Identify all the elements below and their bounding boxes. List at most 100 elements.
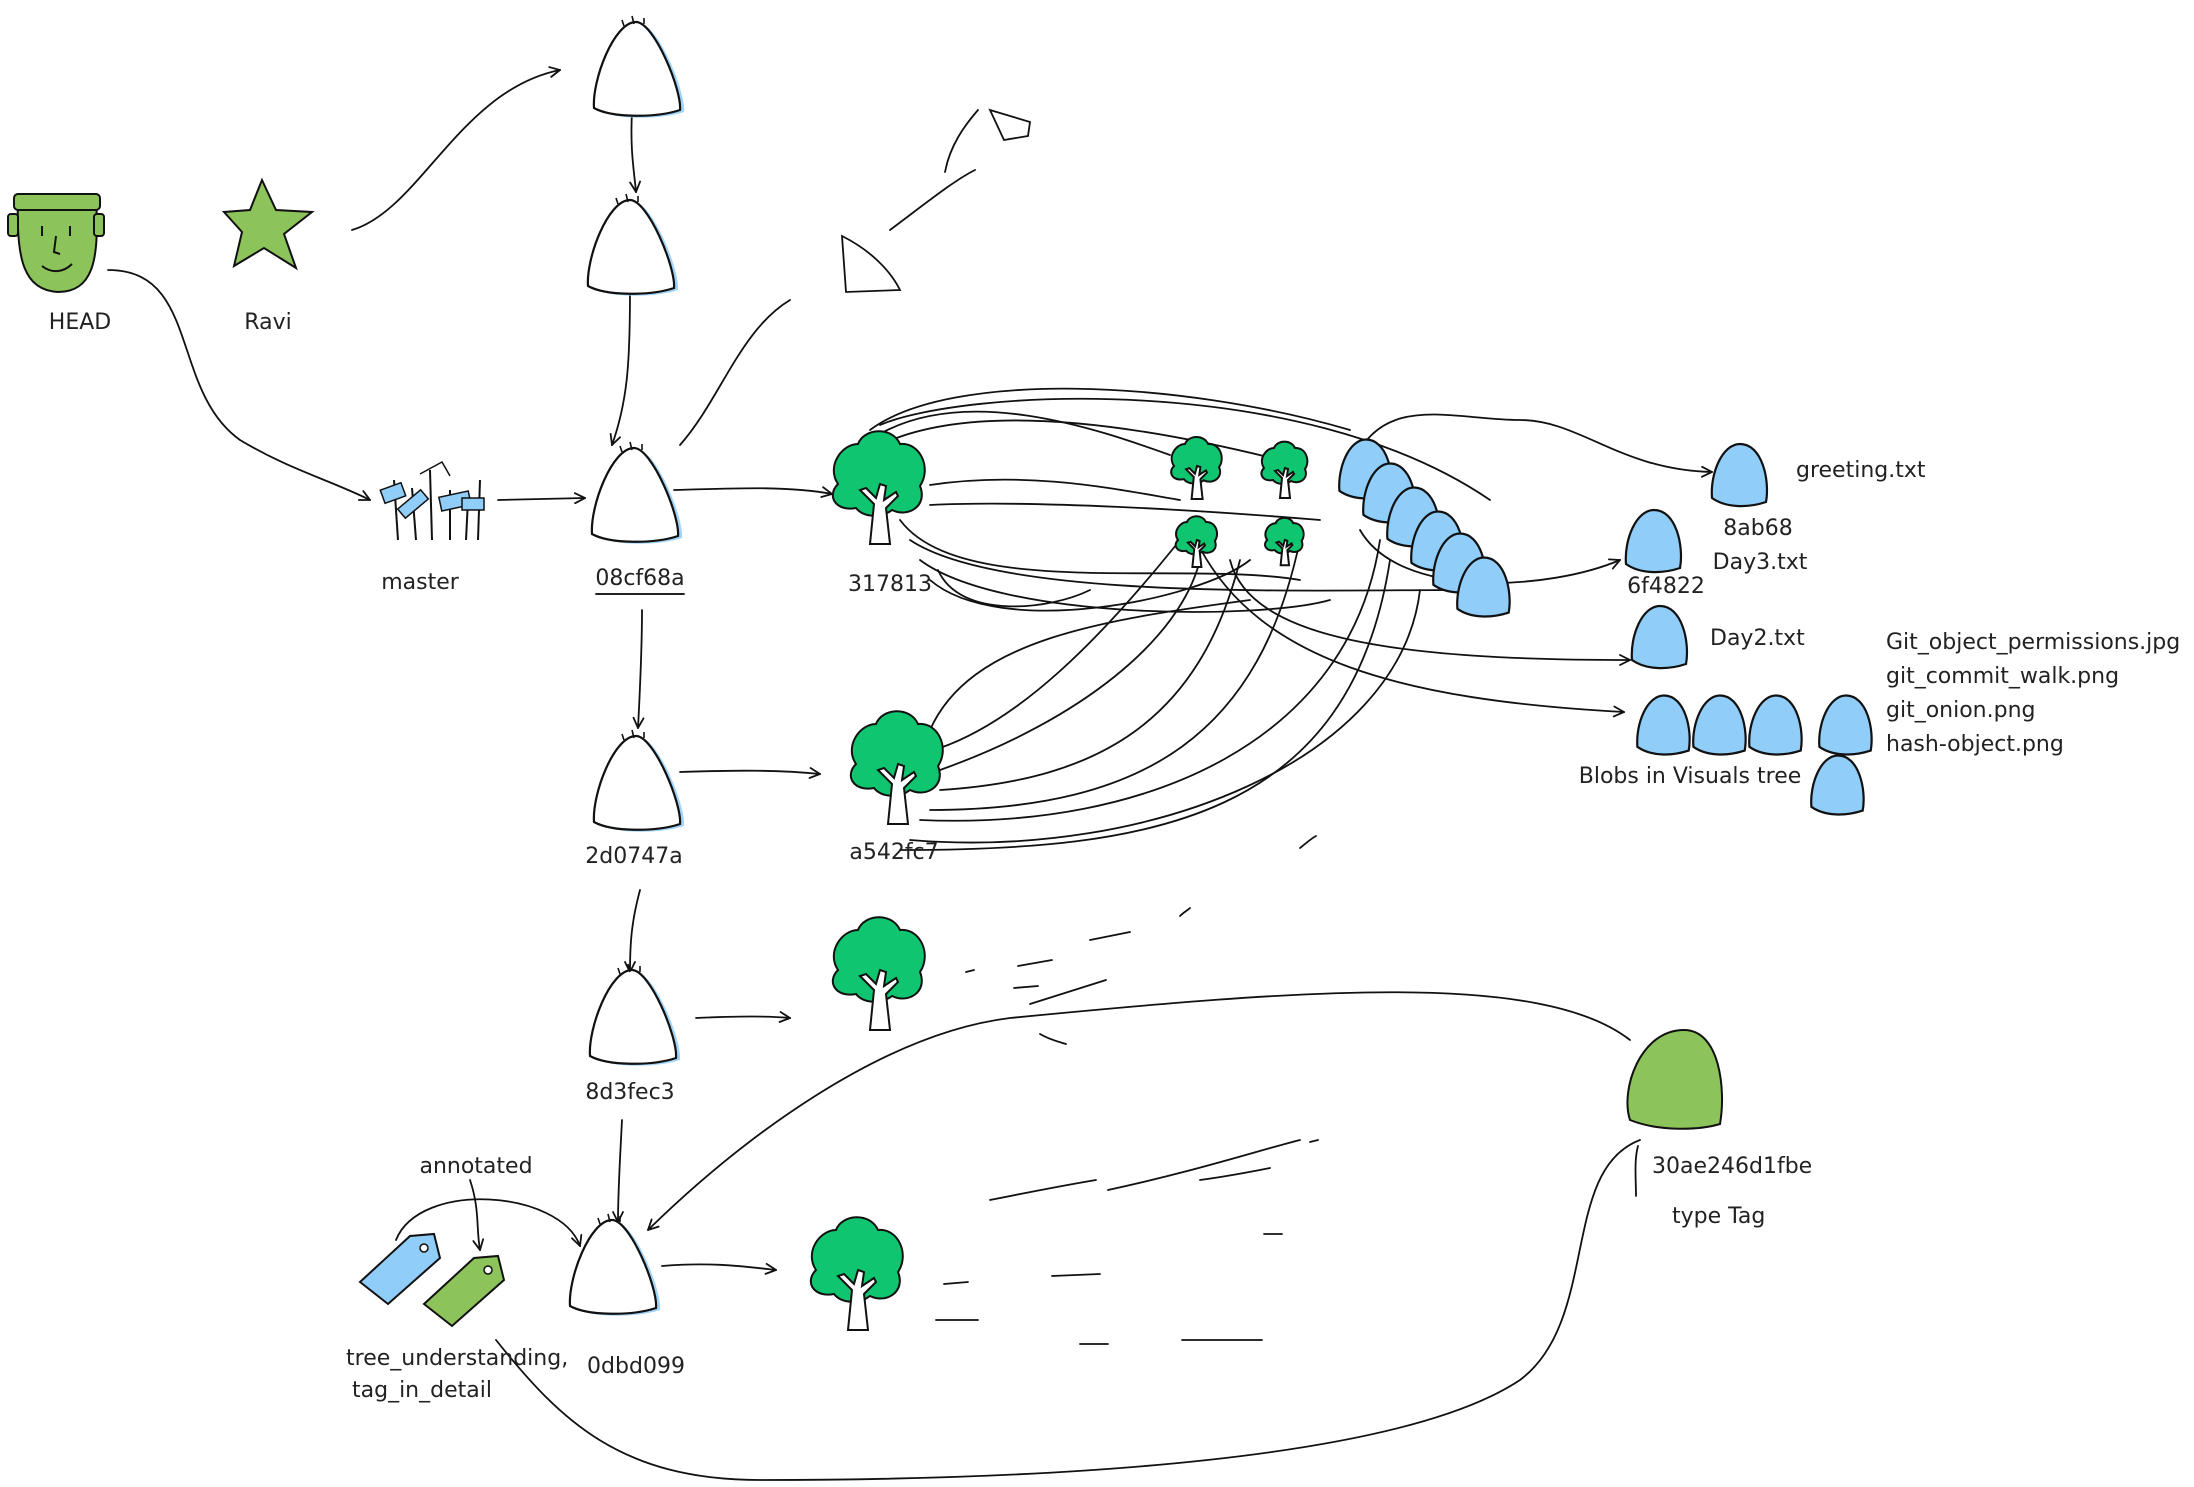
tag-icon bbox=[358, 1232, 442, 1306]
blob-icon-visuals-2[interactable] bbox=[1692, 694, 1747, 756]
blob-icon-visuals-1[interactable] bbox=[1636, 694, 1691, 756]
edge-317813-low1 bbox=[899, 519, 1301, 581]
edge-a542fc7-1 bbox=[929, 599, 1251, 731]
blob-icon-stack-6[interactable] bbox=[1456, 556, 1511, 618]
edge-08cf68a-317813 bbox=[673, 488, 832, 494]
tree-icon bbox=[831, 916, 926, 1003]
blob-greeting-label[interactable]: greeting.txt bbox=[1796, 458, 1926, 483]
edge-8d3fec3-tree bbox=[695, 1017, 790, 1019]
blob-icon-visuals-5[interactable] bbox=[1810, 754, 1865, 816]
tag-names-line1[interactable]: tree_understanding, bbox=[346, 1346, 569, 1371]
head-node bbox=[7, 193, 105, 294]
tree-0dbd099[interactable] bbox=[809, 1216, 904, 1331]
tree-317813[interactable] bbox=[831, 430, 926, 545]
blob-visuals-file-2[interactable]: git_commit_walk.png bbox=[1886, 664, 2120, 689]
edge-a542fc7-5 bbox=[929, 539, 1301, 811]
edge-tag-loop bbox=[495, 1139, 1641, 1481]
commit-top-1[interactable] bbox=[592, 15, 685, 118]
commit-nodes bbox=[568, 15, 685, 1316]
tree-trunk bbox=[858, 968, 900, 1031]
tag-annotated bbox=[422, 1254, 506, 1328]
blob-day3-label[interactable]: Day3.txt bbox=[1712, 550, 1808, 575]
blob-visuals-file-3[interactable]: git_onion.png bbox=[1886, 698, 2036, 723]
edges bbox=[107, 70, 1712, 1481]
trail-1 bbox=[1299, 835, 1317, 849]
blob-icon-6f4822[interactable] bbox=[1624, 508, 1683, 574]
commit-tuft bbox=[621, 729, 645, 741]
edge-top-commit-chain-1 bbox=[631, 111, 636, 192]
tree-317813-label[interactable]: 317813 bbox=[848, 572, 932, 597]
commit-blob-icon bbox=[592, 734, 682, 831]
tree-trunk bbox=[836, 1268, 878, 1331]
commit-2d0747a[interactable] bbox=[592, 729, 685, 832]
edge-a542fc7-6 bbox=[919, 539, 1381, 822]
tree-icon bbox=[809, 1216, 904, 1303]
edge-head-master bbox=[107, 269, 370, 500]
edge-317813-loop-top2 bbox=[879, 397, 1491, 501]
edge-317813-sub1 bbox=[869, 410, 1171, 456]
subtree-3[interactable] bbox=[1174, 515, 1219, 568]
trail-5 bbox=[965, 969, 975, 973]
tag-object-id-label[interactable]: 30ae246d1fbe bbox=[1652, 1154, 1813, 1179]
blob-6f4822-hash[interactable]: 6f4822 bbox=[1627, 574, 1705, 599]
edge-upward-faded bbox=[679, 299, 791, 446]
author-label[interactable]: Ravi bbox=[244, 310, 292, 335]
edge-317813-bottom bbox=[937, 569, 1091, 608]
tree-trunk bbox=[858, 482, 900, 545]
tag-names-line2[interactable]: tag_in_detail bbox=[352, 1378, 492, 1403]
trail-10 bbox=[1199, 1167, 1271, 1181]
edge-317813-low3 bbox=[919, 559, 1331, 613]
subtree-2[interactable] bbox=[1260, 440, 1309, 499]
blob-8ab68-hash[interactable]: 8ab68 bbox=[1723, 516, 1793, 541]
edge-a542fc7-7 bbox=[909, 589, 1421, 844]
blob-visuals-file-4[interactable]: hash-object.png bbox=[1886, 732, 2064, 757]
subtree-1[interactable] bbox=[1170, 435, 1223, 500]
trail-4 bbox=[1017, 959, 1053, 967]
commit-8d3fec3[interactable] bbox=[588, 963, 681, 1066]
trail-8 bbox=[1039, 1033, 1067, 1045]
commit-08cf68a[interactable] bbox=[590, 441, 683, 544]
edge-sub-visuals bbox=[1199, 547, 1624, 712]
trail-12 bbox=[989, 1179, 1097, 1201]
commit-top-2[interactable] bbox=[586, 193, 679, 296]
tree-8d3fec3[interactable] bbox=[831, 916, 926, 1031]
edge-top-commit-chain-2 bbox=[612, 289, 631, 445]
subtree-4[interactable] bbox=[1264, 516, 1305, 567]
tree-trunk bbox=[876, 762, 918, 825]
edge-annotated-label bbox=[469, 1179, 480, 1250]
faded-shapes bbox=[840, 108, 1032, 293]
blob-icon-greeting[interactable] bbox=[1710, 442, 1769, 508]
blob-icon-visuals-4[interactable] bbox=[1818, 694, 1873, 756]
tree-icon bbox=[831, 430, 926, 517]
trail-2 bbox=[1179, 907, 1191, 917]
edge-317813-low4 bbox=[929, 559, 1251, 612]
commit-0dbd099[interactable] bbox=[568, 1213, 661, 1316]
edge-sub-day2 bbox=[1229, 559, 1630, 660]
commit-2d0747a-label[interactable]: 2d0747a bbox=[585, 844, 683, 869]
edge-317813-loop-top bbox=[869, 387, 1351, 431]
commit-0dbd099-label[interactable]: 0dbd099 bbox=[587, 1354, 685, 1379]
tree-a542fc7[interactable] bbox=[849, 710, 944, 825]
blob-visuals-file-1[interactable]: Git_object_permissions.jpg bbox=[1886, 630, 2181, 655]
tree-icon bbox=[1264, 516, 1305, 555]
blob-icon-day2[interactable] bbox=[1630, 604, 1689, 670]
tree-a542fc7-label[interactable]: a542fc7 bbox=[849, 840, 939, 865]
tree-icon bbox=[849, 710, 944, 797]
edge-ravi-commit bbox=[351, 70, 560, 231]
blob-visuals-caption: Blobs in Visuals tree bbox=[1578, 764, 1802, 789]
trail-11 bbox=[1309, 1139, 1319, 1143]
edge-a542fc7-2 bbox=[939, 539, 1181, 749]
commit-8d3fec3-label[interactable]: 8d3fec3 bbox=[585, 1080, 675, 1105]
edge-08cf68a-2d0747a bbox=[638, 609, 642, 728]
edge-317813-mid2 bbox=[929, 502, 1321, 521]
blob-day2-label[interactable]: Day2.txt bbox=[1710, 626, 1805, 651]
commit-tuft bbox=[617, 963, 641, 975]
star-icon bbox=[221, 177, 315, 271]
commit-08cf68a-label[interactable]: 08cf68a bbox=[595, 566, 685, 591]
head-label[interactable]: HEAD bbox=[48, 310, 112, 335]
branch-label[interactable]: master bbox=[381, 570, 459, 595]
blob-icon-visuals-3[interactable] bbox=[1748, 694, 1803, 756]
tree-trunk bbox=[1184, 464, 1209, 500]
edge-a542fc7-4 bbox=[939, 559, 1241, 791]
